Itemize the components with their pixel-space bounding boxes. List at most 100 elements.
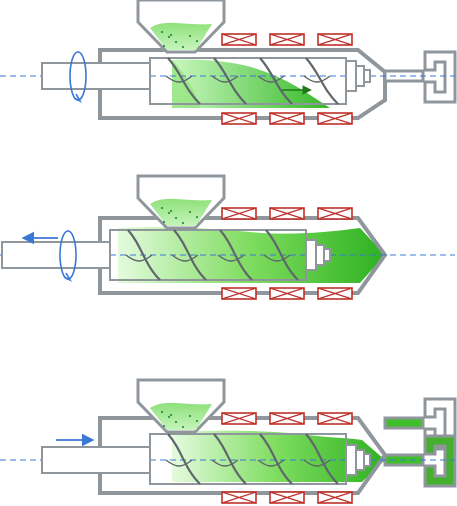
stage-screw-rotation <box>0 0 457 125</box>
hopper-pellets <box>150 402 212 430</box>
heater-band-cross <box>269 491 305 504</box>
melt-region <box>172 59 330 108</box>
screw-flight-back <box>211 75 239 83</box>
check-ring <box>305 239 317 271</box>
heater-band-cross <box>317 207 353 220</box>
screw-flight-back <box>165 75 193 83</box>
screw-flight-back <box>217 254 245 262</box>
screw-flight-back <box>165 459 193 467</box>
barrel <box>98 216 388 295</box>
screw-shaft <box>1 241 111 269</box>
heater-band-cross <box>317 112 353 125</box>
hopper-pellets <box>150 198 212 226</box>
heater-band-cross <box>317 33 353 46</box>
check-ring <box>345 60 357 92</box>
heater-band-cross <box>221 287 257 300</box>
screw-tip <box>355 65 365 87</box>
heater-band <box>221 207 257 220</box>
screw-tip <box>355 449 365 471</box>
pellet <box>195 419 199 423</box>
heater-band <box>317 491 353 504</box>
pellet <box>169 33 173 37</box>
pellet <box>195 215 199 219</box>
screw-flight-back <box>257 75 285 83</box>
heater-band-cross <box>221 412 257 425</box>
screw-flight <box>219 229 253 281</box>
screw-flight <box>173 229 207 281</box>
rotation-arrowhead-icon <box>63 272 73 282</box>
heater-band-cross <box>221 207 257 220</box>
heater-band <box>221 112 257 125</box>
barrel <box>98 48 387 120</box>
screw-flight <box>259 433 293 485</box>
heater-band <box>269 287 305 300</box>
rotation-arrowhead-icon <box>73 93 83 103</box>
pellet <box>167 211 171 215</box>
mold <box>423 434 457 488</box>
heater-band-cross <box>221 33 257 46</box>
pellet <box>167 35 171 39</box>
screw-flight <box>167 433 201 485</box>
pellet <box>181 45 185 49</box>
heater-band-cross <box>269 412 305 425</box>
screw-flight-back <box>171 254 199 262</box>
pellet <box>162 220 166 224</box>
heater-band-cross <box>317 412 353 425</box>
heater-band-cross <box>269 33 305 46</box>
pellet <box>188 210 192 214</box>
pellet <box>167 415 171 419</box>
pellet <box>181 425 185 429</box>
screw-shaft <box>41 62 151 90</box>
pellet <box>162 44 166 48</box>
screw-flight <box>265 229 299 281</box>
check-ring <box>345 444 357 476</box>
pellet <box>174 420 178 424</box>
pellet <box>188 34 192 38</box>
screw-flight-back <box>257 459 285 467</box>
screw-flight-back <box>303 459 331 467</box>
heater-band <box>269 112 305 125</box>
heater-band <box>221 287 257 300</box>
heater-band-cross <box>269 112 305 125</box>
pellet <box>160 410 164 414</box>
heater-band <box>317 112 353 125</box>
heater-band-cross <box>269 287 305 300</box>
screw-flight <box>305 433 339 485</box>
heater-band-cross <box>221 491 257 504</box>
barrel <box>98 416 388 495</box>
screw-flight-back <box>303 75 331 83</box>
heater-band <box>221 33 257 46</box>
stage-screw-retraction <box>0 174 457 451</box>
heater-band-cross <box>269 207 305 220</box>
heater-band <box>317 287 353 300</box>
pellet <box>188 414 192 418</box>
screw-tip <box>315 244 325 266</box>
screw-flight <box>213 433 247 485</box>
heater-band <box>269 33 305 46</box>
pellet <box>169 209 173 213</box>
pellet <box>160 206 164 210</box>
screw-flight-back <box>263 254 291 262</box>
screw-tip-end <box>323 248 331 262</box>
hopper-pellets <box>150 22 212 50</box>
screw-tip-end <box>363 453 371 467</box>
pellet <box>181 221 185 225</box>
screw-shaft <box>41 446 151 474</box>
pellet <box>174 40 178 44</box>
screw-flight-back <box>211 459 239 467</box>
heater-band <box>269 207 305 220</box>
heater-band <box>317 207 353 220</box>
nozzle <box>383 416 425 430</box>
pellet <box>160 30 164 34</box>
mold <box>423 50 457 104</box>
heater-band-cross <box>221 112 257 125</box>
heater-band <box>221 412 257 425</box>
heater-band <box>269 491 305 504</box>
pellet <box>174 216 178 220</box>
heater-band <box>317 412 353 425</box>
heater-band-cross <box>317 287 353 300</box>
melt-region <box>172 430 385 482</box>
screw-tip-end <box>363 69 371 83</box>
